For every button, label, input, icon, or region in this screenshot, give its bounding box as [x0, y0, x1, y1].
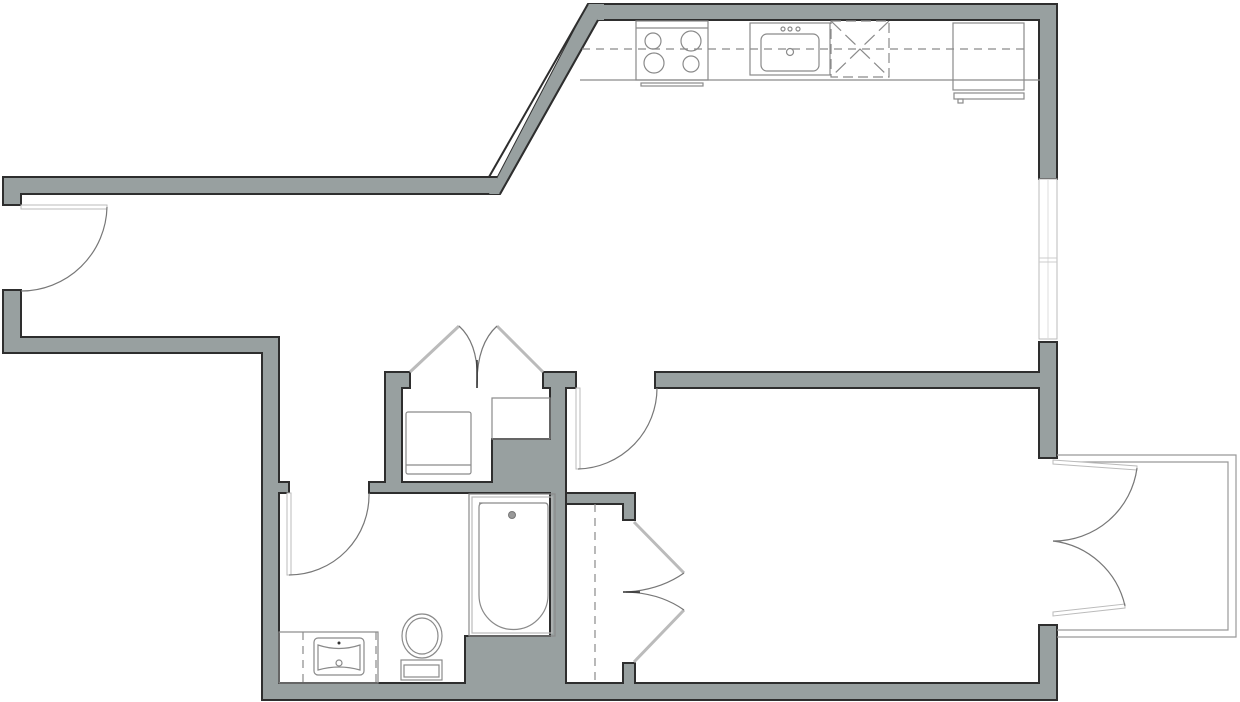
bathroom-door[interactable] [286, 492, 370, 576]
refrigerator-icon [952, 22, 1025, 104]
dishwasher-icon [830, 20, 890, 78]
wall-closet-stub-top-fill [624, 494, 634, 519]
wall-right-mid-fill [1040, 343, 1056, 457]
washer-dryer-icon [405, 411, 472, 475]
kitchen-sink-icon [749, 22, 831, 76]
wall-top-left-fill [4, 178, 497, 193]
wall-diagonal-edge [499, 19, 599, 195]
wall-closet-top-fill [567, 494, 634, 503]
wall-tub-block-fill [466, 637, 565, 699]
bathtub-icon [468, 493, 556, 637]
wall-bedroom-top-fill [656, 373, 1056, 387]
wall-right-top-fill [1040, 5, 1056, 178]
wall-laundry-left-fill [386, 373, 401, 492]
wall-bath-left-fill [263, 338, 278, 699]
wall-closet-stub-bottom-fill [624, 664, 634, 699]
balcony-door[interactable] [1052, 459, 1138, 617]
wall-diagonal-fill [489, 4, 604, 194]
wall-left-lower-fill [4, 291, 20, 352]
balcony [1057, 454, 1237, 638]
wall-bath-notch-fill [263, 483, 288, 492]
bedroom-door[interactable] [575, 387, 658, 470]
closet-shelf [491, 397, 551, 440]
window-living [1038, 178, 1058, 340]
wall-bath-tub-side-fill [556, 494, 565, 682]
stove-icon [635, 20, 709, 87]
wall-bottom-fill [263, 684, 1056, 699]
bedroom-closet-door[interactable] [623, 520, 686, 664]
kitchen-counter [580, 20, 1040, 104]
walls-fill [4, 3, 1056, 699]
wall-diagonal-edge [488, 3, 589, 178]
wall-corridor-bottom-fill [4, 338, 278, 352]
wall-top-fill [591, 5, 1056, 19]
vanity-sink-icon [278, 631, 379, 684]
wall-entry-stub-fill [4, 178, 20, 204]
entry-door[interactable] [20, 204, 108, 292]
wall-right-bottom-fill [1040, 626, 1056, 699]
laundry-closet-door[interactable] [408, 324, 545, 389]
wall-laundry-stub-left-fill [386, 373, 409, 387]
wall-bath-top-fill [370, 483, 565, 492]
toilet-icon [400, 613, 443, 681]
